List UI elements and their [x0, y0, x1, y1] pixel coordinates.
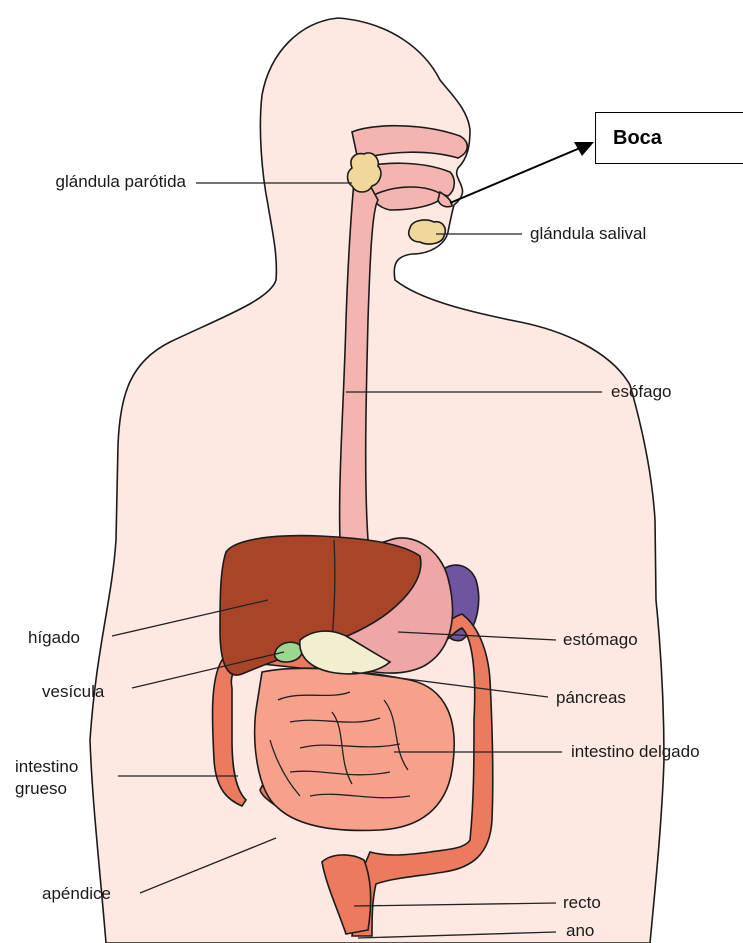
- label-liver: hígado: [28, 628, 80, 648]
- label-salivary-gland: glándula salival: [530, 224, 646, 244]
- label-anus: ano: [566, 921, 594, 941]
- label-gallbladder: vesícula: [42, 682, 104, 702]
- label-large-intestine: intestino grueso: [15, 756, 105, 800]
- mouth-arrow-line: [450, 148, 580, 203]
- label-appendix: apéndice: [42, 884, 111, 904]
- label-parotid-gland: glándula parótida: [0, 172, 186, 192]
- label-esophagus: esófago: [611, 382, 672, 402]
- label-rectum: recto: [563, 893, 601, 913]
- salivary-gland-shape: [409, 220, 446, 244]
- mouth-callout-box: Boca: [595, 112, 743, 164]
- label-stomach: estómago: [563, 630, 638, 650]
- label-small-intestine: intestino delgado: [571, 742, 700, 762]
- small-intestine-shape: [255, 668, 455, 830]
- label-pancreas: páncreas: [556, 688, 626, 708]
- label-mouth: Boca: [613, 127, 662, 150]
